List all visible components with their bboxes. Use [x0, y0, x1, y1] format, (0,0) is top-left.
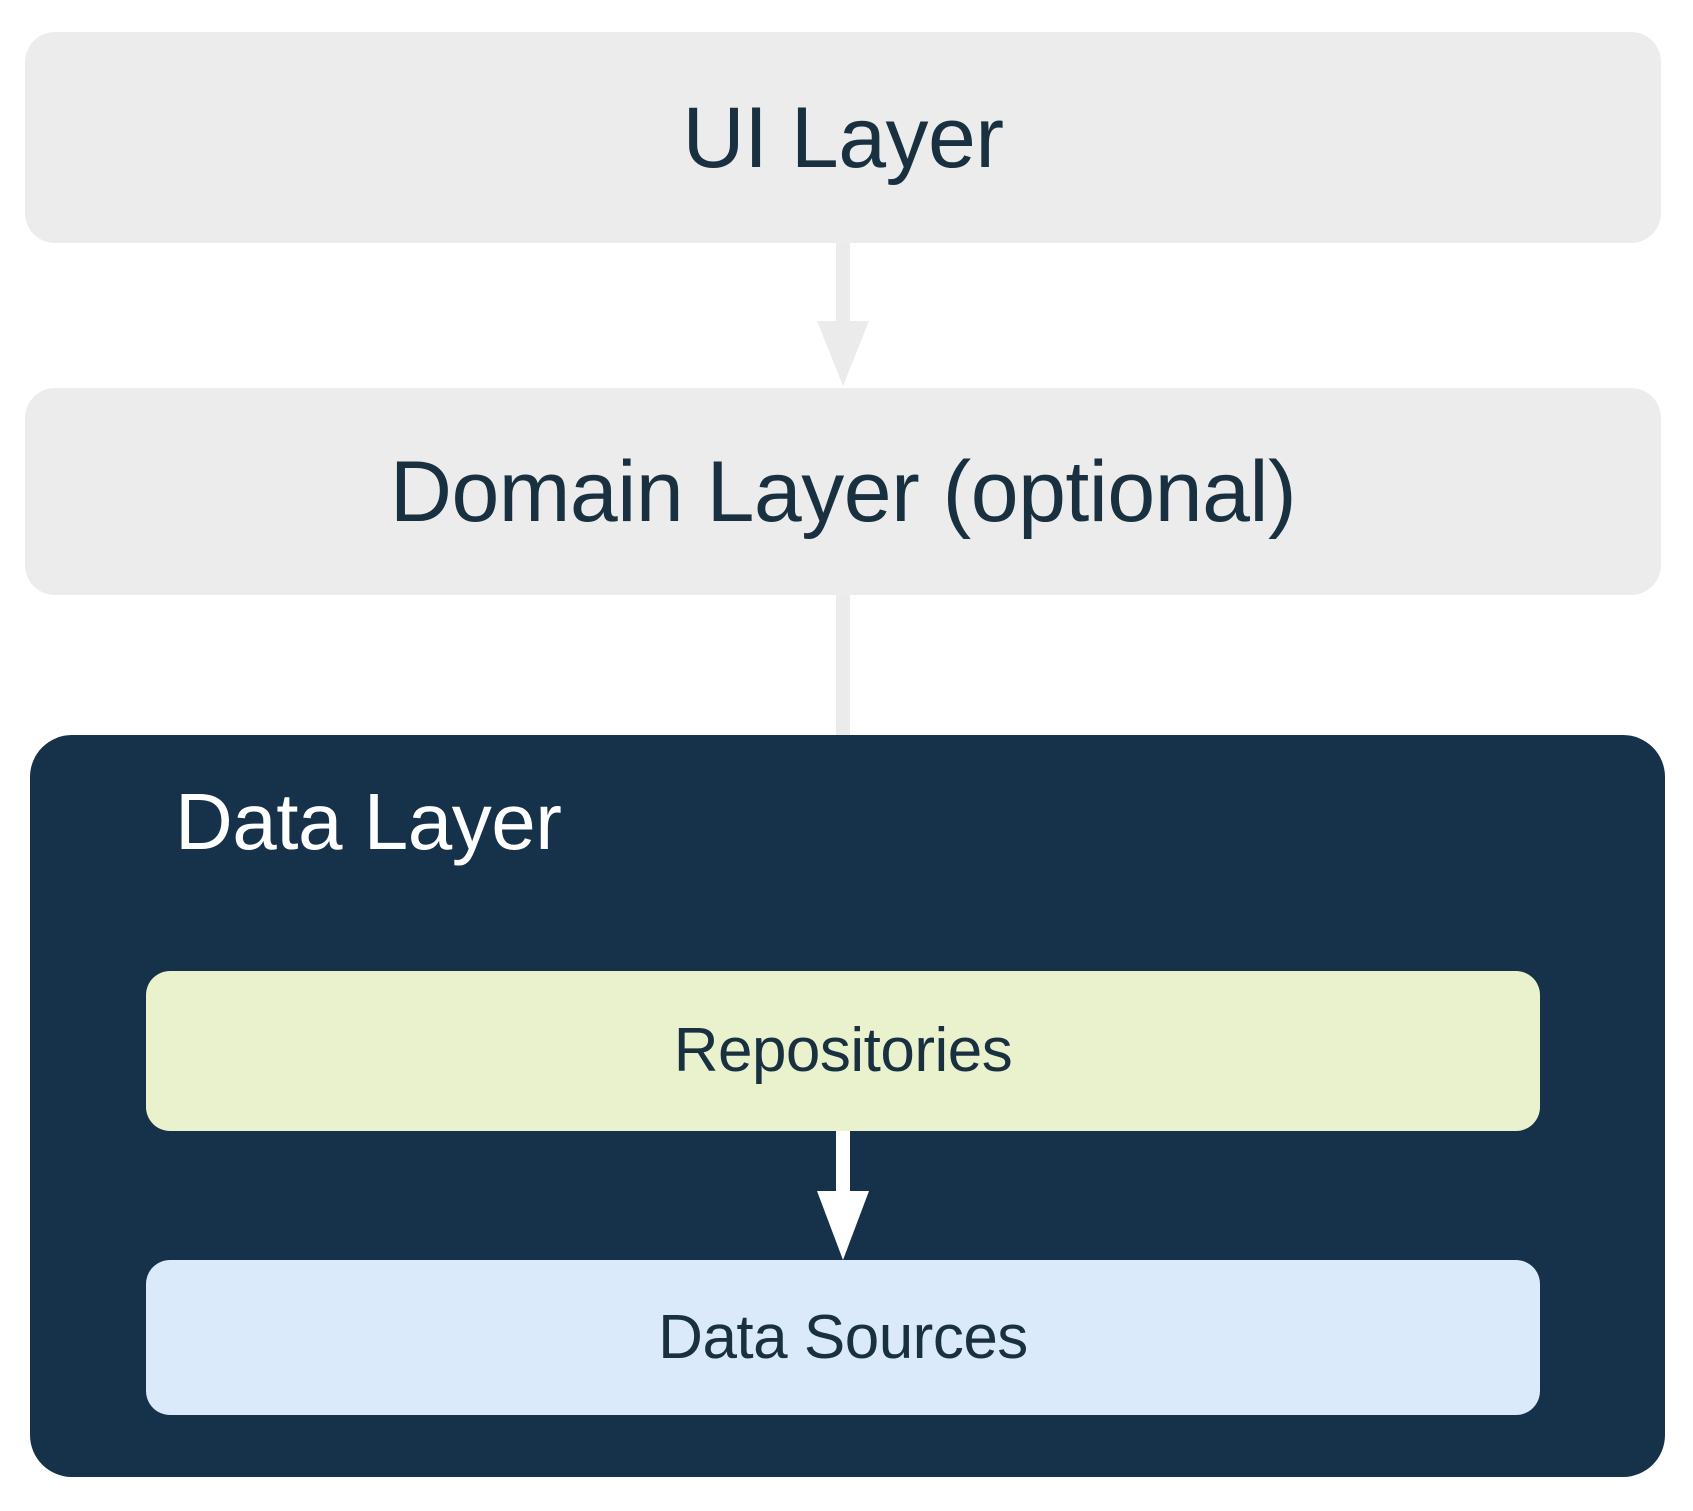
ui-layer-box[interactable]: UI Layer [25, 32, 1661, 243]
arrow-repositories-to-data-sources-icon [793, 1131, 893, 1261]
data-sources-label: Data Sources [658, 1302, 1028, 1372]
ui-layer-label: UI Layer [682, 89, 1004, 186]
repositories-label: Repositories [673, 1016, 1013, 1085]
arrow-ui-to-domain-icon [793, 243, 893, 387]
domain-layer-label: Domain Layer (optional) [389, 443, 1297, 540]
data-layer-box[interactable]: Data Layer Repositories Data Sources [30, 735, 1665, 1477]
domain-layer-box[interactable]: Domain Layer (optional) [25, 388, 1661, 595]
data-sources-box[interactable]: Data Sources [146, 1260, 1540, 1415]
repositories-box[interactable]: Repositories [146, 971, 1540, 1131]
data-layer-label: Data Layer [175, 777, 562, 866]
